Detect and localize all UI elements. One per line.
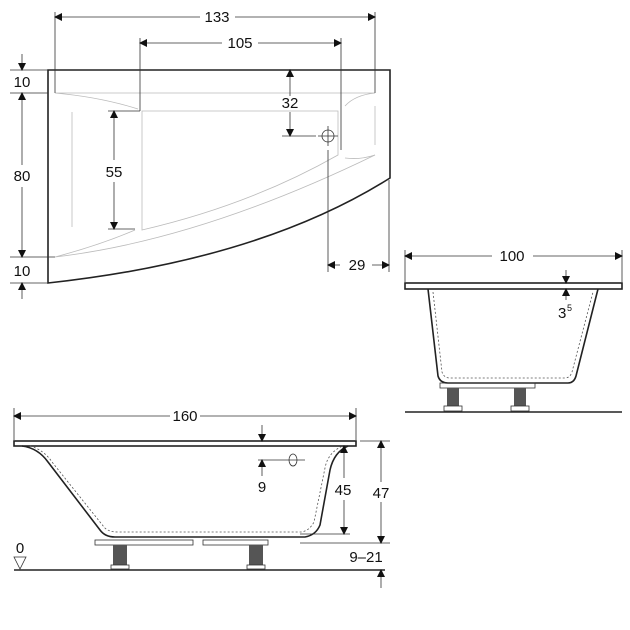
dim-leg-height: 9–21	[349, 549, 382, 566]
dim-end-width: 100	[499, 248, 524, 265]
dim-inner-depth: 45	[335, 482, 352, 499]
level-marker-icon	[13, 556, 27, 570]
side-rim	[13, 440, 357, 447]
dim-inner-length: 105	[227, 35, 252, 52]
leg-icon	[110, 545, 266, 570]
dim-drain-side-offset: 29	[349, 257, 366, 274]
dim-drain-offset: 32	[282, 95, 299, 112]
floor-level-label: 0	[16, 540, 24, 557]
dim-total-height: 47	[373, 485, 390, 502]
side-view: 160 9 45 47 9–21 0	[13, 408, 390, 588]
dim-inner-width: 55	[106, 164, 123, 181]
dim-rim-depth-sup: 5	[567, 303, 572, 313]
dim-rim-bottom: 10	[14, 263, 31, 280]
dim-overall-length: 133	[204, 9, 229, 26]
dim-rim-top: 10	[14, 74, 31, 91]
basin-outline	[141, 110, 339, 231]
top-view: 133 105 32 55 80 10 10 29	[10, 9, 391, 299]
dim-width: 80	[14, 168, 31, 185]
end-view: 100 3 5	[404, 248, 623, 413]
dim-overflow-offset: 9	[258, 479, 266, 496]
dim-length: 160	[172, 408, 197, 425]
top-outline	[47, 69, 391, 284]
end-rim	[404, 282, 623, 290]
dim-rim-depth: 3	[558, 305, 566, 322]
side-body	[21, 445, 349, 538]
end-body	[427, 288, 599, 384]
leg-icon	[443, 388, 530, 412]
